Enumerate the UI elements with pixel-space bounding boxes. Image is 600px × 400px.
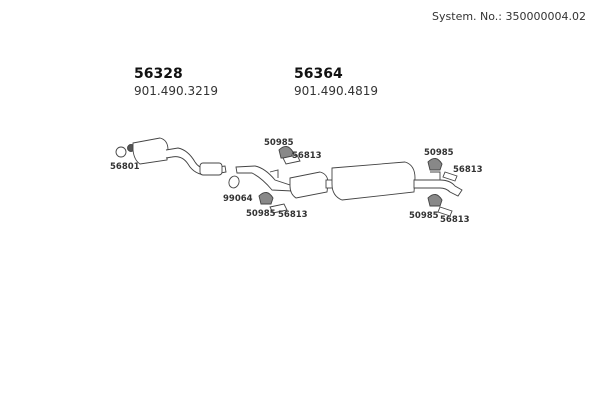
tail-pipe-icon [413,179,463,197]
rubber-mount-icon [258,192,274,205]
bracket-icon [437,206,453,217]
callout-clamp-mid: 99064 [223,194,253,204]
bracket-icon [282,154,301,165]
rubber-mount-icon [427,158,443,171]
bracket-icon [269,203,288,214]
system-number: System. No.: 350000004.02 [432,10,586,23]
callout-bracket-bottom-right: 56813 [440,215,470,225]
oe-number-muffler: 901.490.4819 [294,84,378,98]
callout-rubber-top-right: 50985 [424,148,454,158]
callout-bracket-bottom-left: 56813 [278,210,308,220]
callout-rubber-top-left: 50985 [264,138,294,148]
front-muffler-icon [289,171,329,199]
part-number-muffler: 56364 [294,66,343,82]
callout-bracket-top-right: 56813 [453,165,483,175]
callout-clamp-front: 56801 [110,162,140,172]
rubber-mount-icon [427,194,443,207]
catalytic-converter-icon [132,137,227,176]
callout-bracket-top-left: 56813 [292,151,322,161]
front-clamp-icon [115,146,127,158]
bracket-icon [442,171,458,182]
part-number-catalyst: 56328 [134,66,183,82]
middle-clamp-icon [228,175,240,189]
oe-number-catalyst: 901.490.3219 [134,84,218,98]
callout-rubber-bottom-right: 50985 [409,211,439,221]
middle-pipe-icon [235,165,293,192]
callout-rubber-bottom-left: 50985 [246,209,276,219]
rear-muffler-icon [331,161,416,201]
